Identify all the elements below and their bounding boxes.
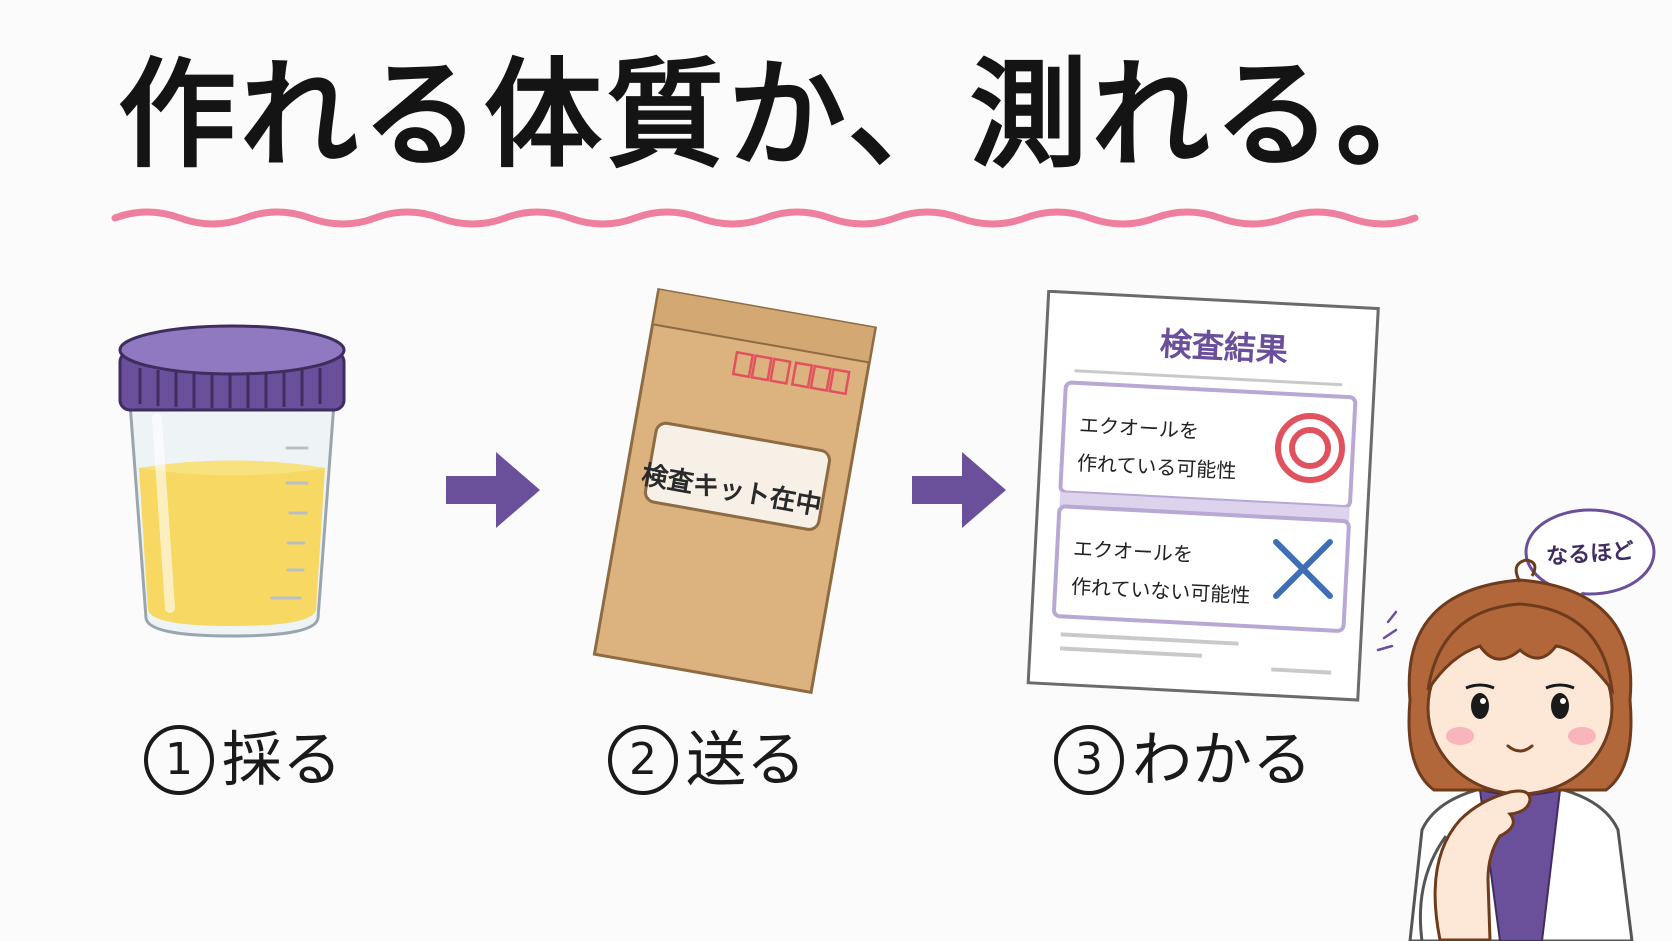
step-2-text: 送る [686, 725, 806, 796]
doctor-character-illustration [1376, 558, 1634, 941]
right-arrow-icon [912, 452, 1006, 528]
page-title: 作れる体質か、測れる。 [118, 46, 1458, 184]
double-circle-icon [1275, 413, 1345, 483]
specimen-cup-illustration [118, 324, 346, 638]
step-2-number: 2 [608, 725, 678, 796]
kraft-envelope-illustration [592, 288, 878, 695]
test-result-report: 検査結果 エクオールを 作れている可能性 エクオールを 作れていない可能性 [1020, 290, 1400, 710]
step-3-text: わかる [1132, 725, 1312, 796]
positive-result-text: エクオールを 作れている可能性 [1076, 406, 1239, 490]
step-1-number: 1 [144, 725, 214, 796]
report-title: 検査結果 [1158, 324, 1289, 370]
right-arrow-icon [446, 452, 540, 528]
cross-icon [1273, 539, 1333, 599]
step-3-number: 3 [1054, 725, 1124, 796]
wavy-underline [111, 208, 1419, 228]
step-1-text: 採る [222, 725, 342, 796]
negative-result-text: エクオールを 作れていない可能性 [1070, 529, 1253, 614]
report-paper [1026, 290, 1380, 702]
